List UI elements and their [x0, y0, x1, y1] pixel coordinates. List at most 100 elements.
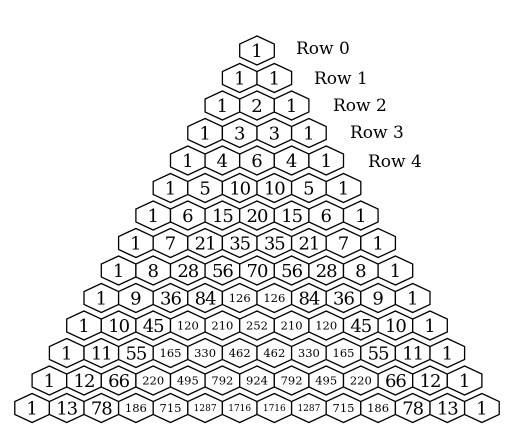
hex-value: 330 — [194, 346, 216, 360]
hex-cell-r11-c3: 165 — [152, 337, 189, 369]
hex-value: 210 — [281, 319, 303, 333]
hex-value: 6 — [182, 206, 193, 227]
hex-value: 8 — [147, 261, 158, 282]
hex-value: 36 — [160, 289, 181, 310]
hex-value: 3 — [269, 124, 280, 145]
hex-cell-r10-c5: 252 — [239, 310, 275, 341]
hex-value: 924 — [246, 374, 268, 388]
hex-cell-r9-c3: 84 — [187, 282, 224, 314]
hex-cell-r5-c4: 5 — [290, 172, 327, 204]
hex-shape — [239, 35, 275, 66]
hex-shape — [463, 392, 500, 424]
hex-value: 55 — [125, 344, 146, 365]
hex-value: 11 — [91, 344, 112, 365]
hex-cell-r10-c2: 45 — [135, 310, 172, 341]
hex-value: 1 — [320, 151, 331, 172]
hex-cell-r13-c5: 1287 — [187, 392, 224, 424]
hex-value: 28 — [177, 261, 198, 282]
hex-shape — [394, 282, 431, 314]
hex-cell-r8-c2: 28 — [169, 255, 206, 286]
hex-value: 6 — [320, 206, 331, 227]
hex-cell-r13-c12: 13 — [429, 392, 466, 424]
hex-value: 1 — [286, 96, 297, 117]
hex-value: 5 — [199, 179, 210, 200]
hex-value: 3 — [234, 124, 245, 145]
row-label-4: Row 4 — [368, 152, 422, 172]
hex-value: 4 — [286, 151, 297, 172]
hex-value: 126 — [263, 291, 285, 305]
hex-cell-r2-c1: 2 — [239, 90, 275, 121]
hex-cell-r4-c3: 4 — [273, 145, 310, 176]
hex-value: 792 — [211, 374, 233, 388]
hex-value: 7 — [165, 234, 176, 255]
hex-cell-r13-c4: 715 — [152, 392, 189, 424]
hex-value: 1 — [130, 234, 141, 255]
hex-value: 462 — [263, 346, 285, 360]
hex-cell-r10-c3: 120 — [169, 310, 206, 341]
hex-cell-r9-c0: 1 — [83, 282, 120, 314]
hex-cell-r7-c6: 7 — [325, 227, 362, 259]
hex-value: 11 — [402, 344, 423, 365]
hex-value: 35 — [229, 234, 250, 255]
hex-value: 35 — [264, 234, 285, 255]
hex-cell-r10-c7: 120 — [308, 310, 345, 341]
hex-value: 1 — [424, 316, 435, 337]
hex-cell-r3-c2: 3 — [256, 117, 293, 149]
hex-cell-r7-c1: 7 — [152, 227, 189, 259]
hex-shape — [308, 145, 345, 176]
hex-cell-r11-c7: 330 — [290, 337, 327, 369]
hex-value: 84 — [195, 289, 216, 310]
hex-value: 6 — [251, 151, 262, 172]
hex-cell-r12-c6: 924 — [239, 365, 275, 396]
hex-cell-r10-c10: 1 — [412, 310, 448, 341]
hex-value: 1 — [303, 124, 314, 145]
hex-cell-r10-c0: 1 — [66, 310, 102, 341]
hex-cell-r0-c0: 1 — [239, 35, 275, 66]
hex-cell-r5-c0: 1 — [152, 172, 189, 204]
hex-cell-r2-c0: 1 — [204, 90, 241, 121]
hex-cell-r4-c0: 1 — [169, 145, 206, 176]
hex-value: 15 — [212, 206, 233, 227]
hex-cell-r9-c7: 36 — [325, 282, 362, 314]
hex-value: 45 — [143, 316, 164, 337]
hex-shape — [256, 62, 293, 94]
hex-value: 66 — [385, 371, 406, 392]
hex-value: 1716 — [263, 404, 286, 414]
hex-cell-r10-c4: 210 — [204, 310, 241, 341]
hex-value: 1 — [459, 371, 470, 392]
hex-cell-r13-c0: 1 — [14, 392, 51, 424]
hex-cell-r8-c7: 8 — [342, 255, 379, 286]
hex-cell-r3-c0: 1 — [187, 117, 224, 149]
hex-value: 120 — [177, 319, 199, 333]
hex-cell-r11-c11: 1 — [429, 337, 466, 369]
hex-cell-r8-c3: 56 — [204, 255, 241, 286]
hex-cell-r12-c4: 495 — [169, 365, 206, 396]
hex-value: 1287 — [297, 404, 320, 414]
hex-value: 220 — [350, 374, 372, 388]
hex-cell-r13-c1: 13 — [48, 392, 85, 424]
hex-value: 28 — [316, 261, 337, 282]
row-label-3: Row 3 — [350, 123, 404, 143]
hex-value: 715 — [160, 401, 182, 415]
hex-value: 495 — [177, 374, 199, 388]
hex-value: 5 — [303, 179, 314, 200]
hex-cell-r6-c1: 6 — [169, 200, 206, 231]
hex-value: 1 — [147, 206, 158, 227]
hex-value: 1 — [234, 69, 245, 90]
hex-value: 1 — [476, 399, 487, 420]
hex-cell-r8-c6: 28 — [308, 255, 345, 286]
hex-cell-r10-c9: 10 — [377, 310, 414, 341]
hex-value: 1 — [44, 371, 55, 392]
hex-value: 186 — [367, 401, 389, 415]
hex-value: 20 — [247, 206, 268, 227]
hex-value: 1 — [442, 344, 453, 365]
hex-value: 36 — [333, 289, 354, 310]
hex-value: 715 — [333, 401, 355, 415]
hex-cell-r13-c9: 715 — [325, 392, 362, 424]
hex-cell-r6-c6: 1 — [342, 200, 379, 231]
hex-value: 7 — [338, 234, 349, 255]
hex-cell-r13-c6: 1716 — [221, 392, 258, 424]
hex-cell-r12-c11: 12 — [412, 365, 448, 396]
hex-cell-r4-c4: 1 — [308, 145, 345, 176]
